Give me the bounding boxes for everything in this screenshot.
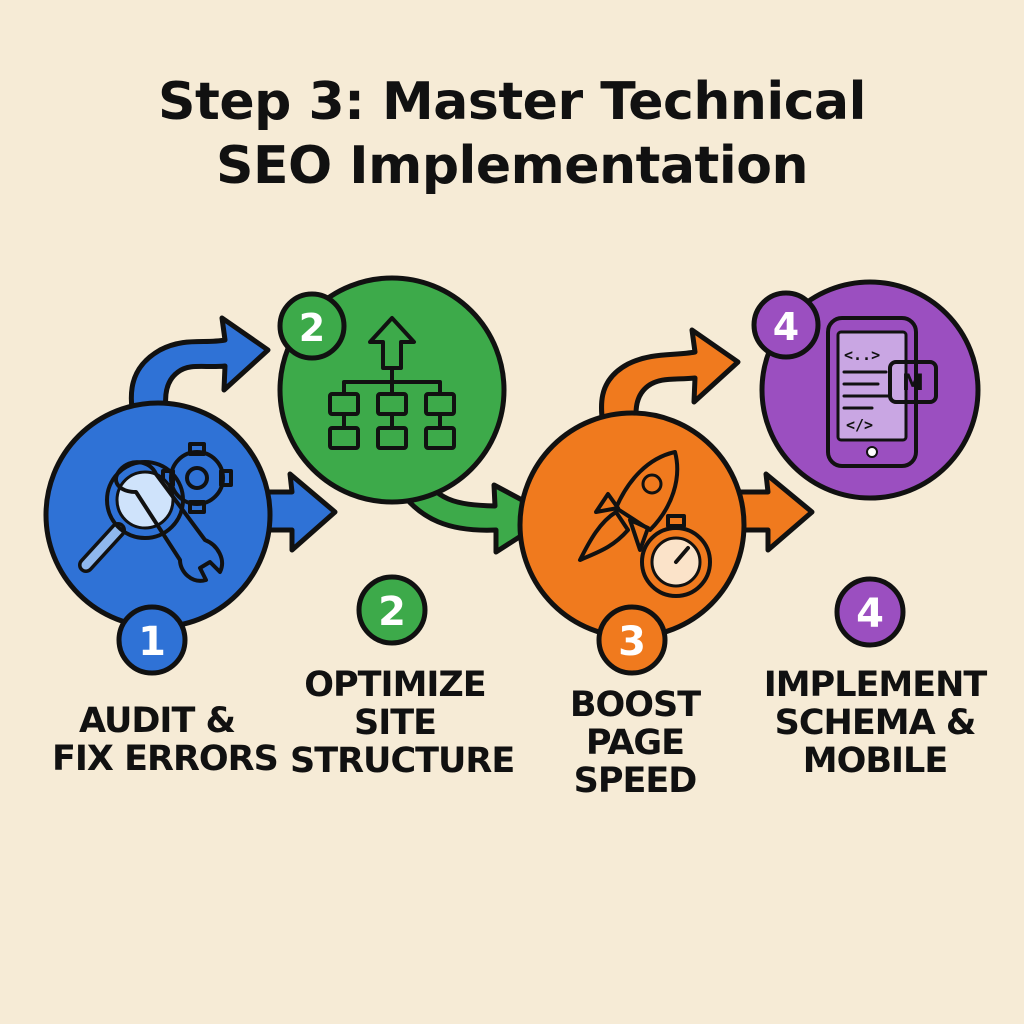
step-4-group: <..> </> M 4 4 <box>751 279 981 648</box>
step-3-group: 3 <box>517 327 815 676</box>
step-1-badge: 1 <box>138 619 166 665</box>
markup-badge-letter: M <box>902 371 924 396</box>
page-title: Step 3: Master Technical SEO Implementat… <box>0 70 1024 198</box>
sitemap-icon <box>328 316 456 450</box>
step-2-circle-badge-circle <box>277 291 347 361</box>
step-4-label-line: SCHEMA & <box>774 703 977 743</box>
screen-code-tag-bottom: </> <box>846 416 873 434</box>
page-title-line-2: SEO Implementation <box>216 136 808 196</box>
step-3-label: BOOST PAGE SPEED <box>540 686 730 800</box>
step-3-label-line: BOOST <box>569 685 701 725</box>
step-2-label-line: STRUCTURE <box>290 741 515 781</box>
step-1-group: 1 <box>43 315 338 676</box>
step-1-badge-circle <box>116 604 188 676</box>
page-title-line-1: Step 3: Master Technical <box>158 72 866 132</box>
step-3-label-line: PAGE <box>585 723 685 763</box>
step-3-badge: 3 <box>618 619 646 665</box>
step-4-label: IMPLEMENT SCHEMA & MOBILE <box>760 666 990 780</box>
step-2-circle-badge: 2 <box>299 306 325 350</box>
step-1-label-line: AUDIT & <box>78 701 236 741</box>
step-4-circle-badge: 4 <box>773 305 799 349</box>
step-2-label-line: OPTIMIZE <box>304 665 486 705</box>
mobile-code-icon: <..> </> M <box>826 316 938 468</box>
step-2-badge: 2 <box>378 589 406 635</box>
step-3-label-line: SPEED <box>573 761 698 801</box>
step-4-label-line: MOBILE <box>802 741 949 781</box>
rocket-icon <box>578 450 680 562</box>
step-2-down-arrow <box>395 467 555 555</box>
step-1-label-line: FIX ERRORS <box>52 739 279 779</box>
screen-code-tag-top: <..> <box>844 346 880 364</box>
stopwatch-icon <box>640 514 712 598</box>
step-3-badge-circle <box>596 604 668 676</box>
wrench-icon <box>114 460 225 583</box>
step-2-badge-circle <box>356 574 428 646</box>
step-2-group: 2 2 <box>277 275 555 646</box>
step-4-label-line: IMPLEMENT <box>763 665 988 705</box>
step-4-badge-circle <box>834 576 906 648</box>
step-4-circle-badge-circle <box>751 290 821 360</box>
step-1-label: AUDIT & FIX ERRORS <box>52 701 279 779</box>
step-4-badge: 4 <box>856 591 884 637</box>
step-2-label: OPTIMIZE SITE STRUCTURE <box>290 665 515 781</box>
step-2-label-line: SITE <box>353 703 437 743</box>
